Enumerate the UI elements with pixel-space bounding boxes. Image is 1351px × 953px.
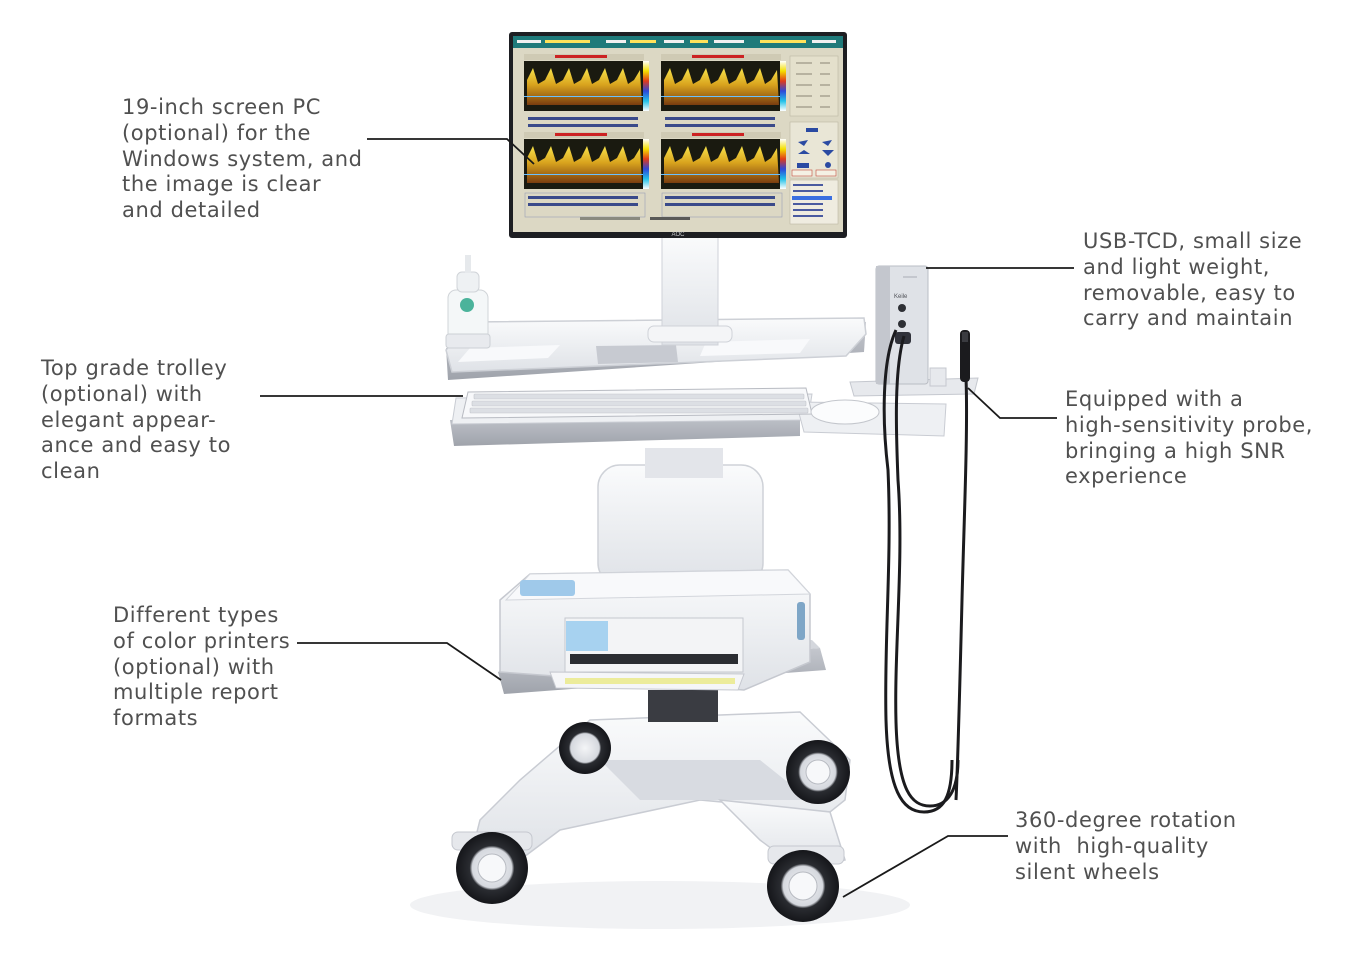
leader-line-screen (367, 138, 535, 165)
wheel-front-right (767, 845, 845, 922)
color-printer (499, 569, 812, 691)
probe-handle (960, 330, 970, 382)
doppler-waveform-panels (524, 54, 786, 189)
wheel-back-right (786, 740, 850, 804)
monitor-stand (647, 234, 733, 346)
keyboard[interactable] (461, 387, 813, 419)
callout-probe: Equipped with a high-sensitivity probe, … (1065, 387, 1314, 489)
callout-usb-tcd: USB-TCD, small size and light weight, re… (1083, 229, 1303, 331)
leader-line-probe (967, 387, 1057, 419)
monitor: AOC (509, 32, 847, 238)
probe-and-cables (882, 329, 969, 814)
callout-wheels: 360-degree rotation with high-quality si… (1015, 808, 1237, 884)
callout-trolley: Top grade trolley (optional) with elegan… (41, 356, 232, 484)
monitor-brand: AOC (671, 232, 685, 238)
screen-side-panel (789, 55, 839, 225)
callout-printer: Different types of color printers (optio… (113, 603, 291, 731)
callout-screen-pc: 19-inch screen PC (optional) for the Win… (122, 95, 363, 223)
leader-line-printer (297, 642, 502, 681)
wheel-back-left (559, 722, 611, 774)
device-brand-label: Keile (894, 294, 908, 300)
leader-line-wheels (842, 835, 1008, 898)
wheel-front-left (451, 831, 533, 904)
desk-top (445, 317, 867, 380)
computer-mouse[interactable] (810, 399, 880, 425)
gel-bottle (445, 255, 491, 349)
